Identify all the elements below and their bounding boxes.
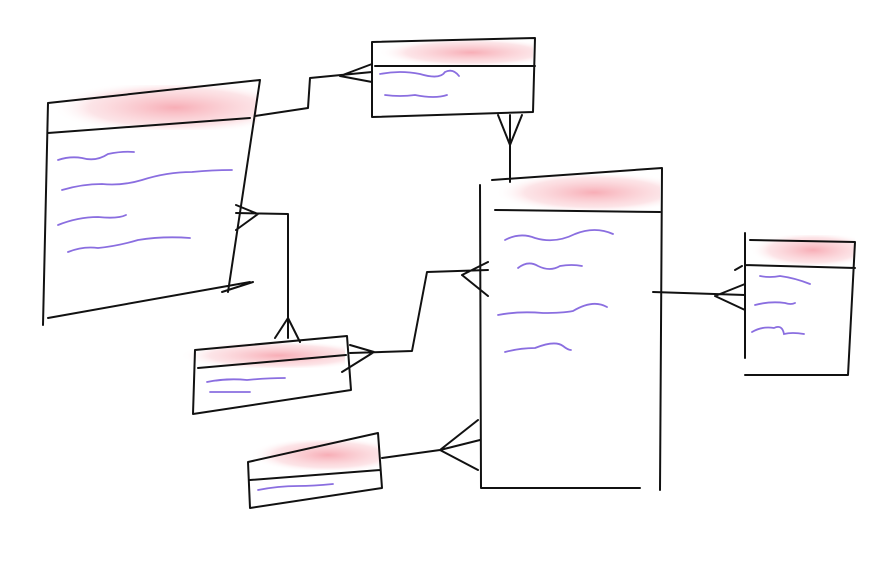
entity-header <box>52 85 257 130</box>
entity-far-right[interactable] <box>734 232 856 376</box>
entity-header <box>250 440 380 470</box>
entity-bottom-small[interactable] <box>247 432 383 509</box>
entity-header <box>378 40 533 65</box>
relationship-bottom-to-center <box>381 419 481 471</box>
entity-center-large[interactable] <box>479 167 663 491</box>
entity-top-middle[interactable] <box>371 37 536 118</box>
relationship-center-to-far-right <box>652 283 746 311</box>
relationship-top-to-center <box>497 114 523 183</box>
entity-header <box>495 175 660 210</box>
entity-header <box>180 343 345 368</box>
relationship-left-to-middle <box>235 204 301 343</box>
relationship-left-to-top <box>254 63 373 117</box>
entity-left-large[interactable] <box>42 79 261 326</box>
entity-middle-small[interactable] <box>180 335 352 415</box>
relationship-middle-to-center <box>341 261 489 373</box>
